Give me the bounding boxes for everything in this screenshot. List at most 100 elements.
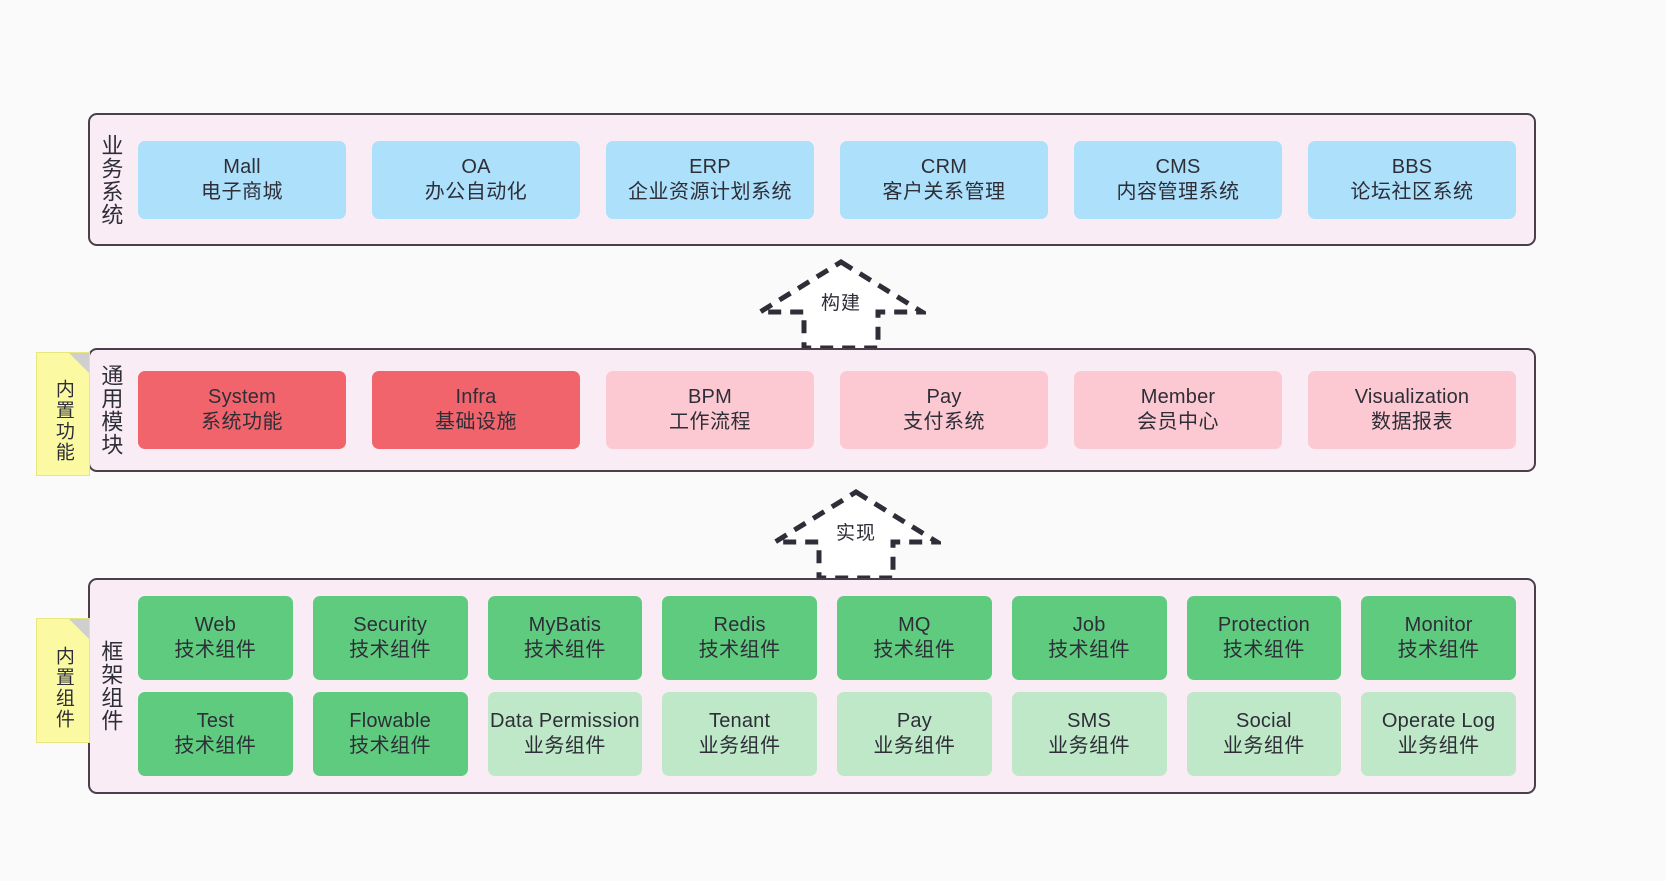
node-title: Web — [194, 614, 237, 636]
node-title: MyBatis — [528, 614, 602, 636]
layer-body-framework-components: Web 技术组件 Security 技术组件 MyBatis 技术组件 Redi… — [130, 580, 1534, 792]
cell-row-business: Test 技术组件 Flowable 技术组件 Data Permission … — [138, 692, 1516, 776]
node-subtitle: 工作流程 — [669, 411, 751, 433]
node-title: SMS — [1067, 710, 1112, 732]
node-subtitle: 客户关系管理 — [882, 180, 1006, 203]
connector-implement: 实现 — [771, 488, 941, 582]
node-mybatis[interactable]: MyBatis 技术组件 — [487, 596, 643, 680]
node-subtitle: 技术组件 — [523, 639, 606, 661]
node-title: Pay — [896, 710, 932, 732]
node-subtitle: 内容管理系统 — [1116, 180, 1240, 203]
node-title: MQ — [898, 614, 931, 636]
node-mall[interactable]: Mall 电子商城 — [138, 140, 346, 219]
node-title: Security — [353, 614, 428, 636]
node-system[interactable]: System 系统功能 — [138, 371, 346, 449]
node-subtitle: 技术组件 — [174, 639, 257, 661]
node-title: CMS — [1155, 155, 1201, 178]
node-title: OA — [461, 155, 491, 178]
node-title: Member — [1140, 386, 1216, 408]
node-title: Pay — [926, 386, 962, 408]
node-subtitle: 企业资源计划系统 — [628, 180, 792, 203]
node-oa[interactable]: OA 办公自动化 — [372, 140, 580, 219]
node-pay[interactable]: Pay 支付系统 — [840, 371, 1048, 449]
node-subtitle: 技术组件 — [1397, 639, 1480, 661]
node-visualization[interactable]: Visualization 数据报表 — [1308, 371, 1516, 449]
node-infra[interactable]: Infra 基础设施 — [372, 371, 580, 449]
node-crm[interactable]: CRM 客户关系管理 — [840, 140, 1048, 219]
node-title: Redis — [713, 614, 766, 636]
node-title: Protection — [1217, 614, 1310, 636]
cell-row: Mall 电子商城 OA 办公自动化 ERP 企业资源计划系统 CRM 客户关系… — [138, 140, 1516, 219]
node-title: Test — [196, 710, 235, 732]
node-subtitle: 技术组件 — [349, 735, 432, 757]
node-subtitle: 业务组件 — [873, 735, 956, 757]
node-sms[interactable]: SMS 业务组件 — [1011, 692, 1167, 776]
layer-title-business-systems: 业务系统 — [98, 133, 124, 226]
connector-build-label: 构建 — [820, 293, 861, 314]
node-title: ERP — [689, 155, 731, 178]
node-subtitle: 基础设施 — [435, 411, 517, 433]
node-job[interactable]: Job 技术组件 — [1011, 596, 1167, 680]
cell-row-tech: Web 技术组件 Security 技术组件 MyBatis 技术组件 Redi… — [138, 596, 1516, 680]
connector-implement-label: 实现 — [835, 523, 876, 544]
connector-build: 构建 — [756, 258, 926, 352]
node-title: CRM — [920, 155, 968, 178]
node-erp[interactable]: ERP 企业资源计划系统 — [606, 140, 814, 219]
node-title: System — [208, 386, 276, 408]
node-title: BBS — [1391, 155, 1433, 178]
node-subtitle: 数据报表 — [1371, 411, 1453, 433]
sticky-note-label: 内置功能 — [52, 379, 74, 463]
node-security[interactable]: Security 技术组件 — [312, 596, 468, 680]
node-subtitle: 业务组件 — [1397, 735, 1480, 757]
layer-title-framework-components: 框架组件 — [98, 640, 124, 732]
sticky-note-builtin-features: 内置功能 — [36, 352, 90, 476]
node-title: Flowable — [349, 710, 431, 732]
node-cms[interactable]: CMS 内容管理系统 — [1074, 140, 1282, 219]
node-subtitle: 技术组件 — [1048, 639, 1131, 661]
layer-title-common-modules: 通用模块 — [98, 364, 124, 456]
node-web[interactable]: Web 技术组件 — [138, 596, 293, 680]
node-test[interactable]: Test 技术组件 — [138, 692, 293, 776]
node-subtitle: 业务组件 — [698, 735, 781, 757]
node-pay-business[interactable]: Pay 业务组件 — [837, 692, 992, 776]
node-data-permission[interactable]: Data Permission 业务组件 — [487, 692, 643, 776]
node-title: Infra — [455, 386, 497, 408]
node-protection[interactable]: Protection 技术组件 — [1186, 596, 1342, 680]
node-title: Mall — [223, 155, 261, 178]
node-subtitle: 技术组件 — [174, 735, 257, 757]
node-subtitle: 电子商城 — [201, 180, 283, 203]
node-bbs[interactable]: BBS 论坛社区系统 — [1308, 140, 1516, 219]
node-social[interactable]: Social 业务组件 — [1186, 692, 1342, 776]
node-subtitle: 系统功能 — [201, 411, 283, 433]
node-subtitle: 技术组件 — [698, 639, 781, 661]
node-tenant[interactable]: Tenant 业务组件 — [662, 692, 817, 776]
node-title: Social — [1236, 710, 1292, 732]
node-bpm[interactable]: BPM 工作流程 — [606, 371, 814, 449]
node-redis[interactable]: Redis 技术组件 — [662, 596, 817, 680]
node-operate-log[interactable]: Operate Log 业务组件 — [1361, 692, 1516, 776]
node-subtitle: 技术组件 — [873, 639, 956, 661]
node-subtitle: 业务组件 — [1048, 735, 1131, 757]
node-subtitle: 办公自动化 — [424, 180, 528, 203]
node-subtitle: 技术组件 — [349, 639, 432, 661]
node-subtitle: 会员中心 — [1137, 411, 1219, 433]
node-title: Tenant — [709, 710, 771, 732]
layer-business-systems: 业务系统 Mall 电子商城 OA 办公自动化 ERP 企业资源计划系统 CRM… — [88, 113, 1536, 246]
node-title: Visualization — [1354, 386, 1470, 408]
node-title: BPM — [688, 386, 732, 408]
node-title: Job — [1072, 614, 1106, 636]
layer-framework-components: 框架组件 Web 技术组件 Security 技术组件 MyBatis 技术组件… — [88, 578, 1536, 794]
sticky-note-builtin-components: 内置组件 — [36, 618, 90, 743]
node-subtitle: 论坛社区系统 — [1350, 180, 1474, 203]
node-title: Data Permission — [490, 710, 640, 732]
cell-row: System 系统功能 Infra 基础设施 BPM 工作流程 Pay 支付系统… — [138, 371, 1516, 449]
layer-body-common-modules: System 系统功能 Infra 基础设施 BPM 工作流程 Pay 支付系统… — [130, 350, 1534, 470]
layer-common-modules: 通用模块 System 系统功能 Infra 基础设施 BPM 工作流程 Pay… — [88, 348, 1536, 472]
node-mq[interactable]: MQ 技术组件 — [837, 596, 992, 680]
node-monitor[interactable]: Monitor 技术组件 — [1361, 596, 1516, 680]
node-subtitle: 支付系统 — [903, 411, 985, 433]
layer-body-business-systems: Mall 电子商城 OA 办公自动化 ERP 企业资源计划系统 CRM 客户关系… — [130, 115, 1534, 244]
node-flowable[interactable]: Flowable 技术组件 — [312, 692, 468, 776]
node-member[interactable]: Member 会员中心 — [1074, 371, 1282, 449]
